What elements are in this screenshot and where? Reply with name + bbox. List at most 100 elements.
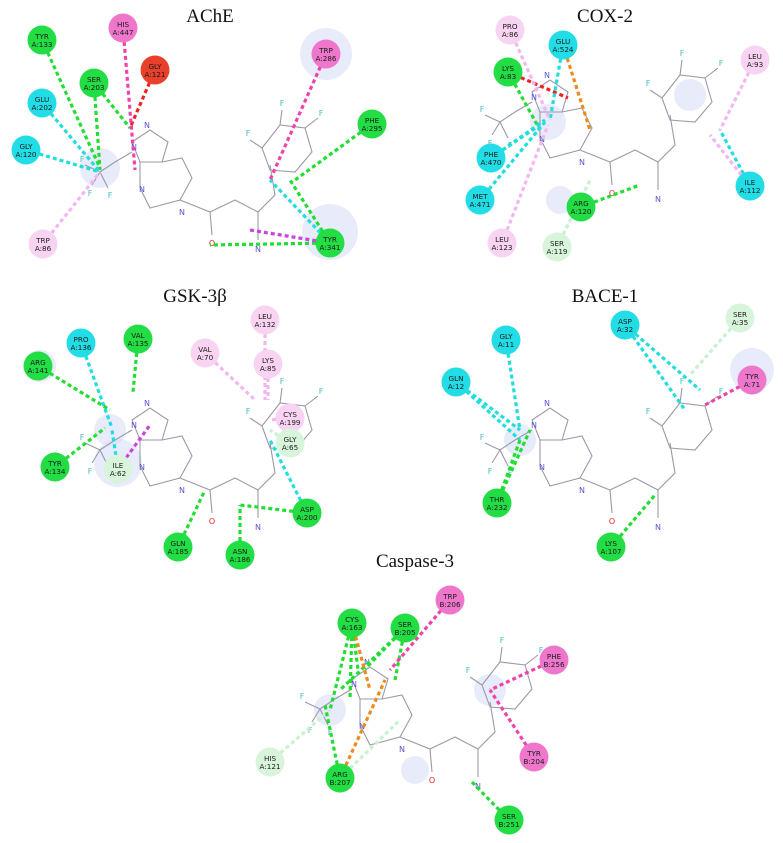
residue-number: A:65 <box>282 443 298 452</box>
residue-number: B:204 <box>523 757 544 766</box>
svg-text:O: O <box>609 189 615 198</box>
residue-name: HIS <box>264 754 277 763</box>
svg-text:N: N <box>531 93 537 102</box>
interaction-line-alkyl <box>500 124 550 244</box>
svg-text:F: F <box>328 728 333 737</box>
interaction-line-pi-pi <box>268 53 328 181</box>
svg-text:N: N <box>351 680 357 689</box>
svg-text:F: F <box>308 726 313 735</box>
residue-name: SER <box>398 620 412 629</box>
residue-number: A:286 <box>316 54 337 63</box>
residue-circle <box>725 303 755 333</box>
interaction-line-conventional-hbond <box>323 704 342 779</box>
residue-name: PRO <box>503 22 518 31</box>
residue-number: A:71 <box>744 380 760 389</box>
svg-text:N: N <box>544 399 550 408</box>
residue-circle <box>487 228 517 258</box>
residue-number: A:470 <box>481 158 502 167</box>
residue-circle <box>253 349 283 379</box>
residue-name: GLY <box>148 62 162 71</box>
residue-circle <box>566 192 596 222</box>
residue-circle <box>325 763 355 793</box>
svg-text:O: O <box>429 776 435 785</box>
residue-name: GLN <box>171 539 186 548</box>
residue-circle <box>27 88 57 118</box>
svg-text:N: N <box>655 195 661 204</box>
svg-text:N: N <box>544 71 550 80</box>
residue-name: HIS <box>117 20 130 29</box>
residue-number: A:86 <box>502 30 519 39</box>
svg-text:N: N <box>139 463 145 472</box>
svg-text:N: N <box>255 245 261 254</box>
svg-text:F: F <box>480 433 485 442</box>
residue-name: SER <box>502 812 516 821</box>
interaction-line-halogen <box>455 380 521 432</box>
svg-text:F: F <box>680 49 685 58</box>
interaction-line-halogen <box>79 342 114 429</box>
residue-circle <box>596 532 626 562</box>
residue-number: A:163 <box>342 623 363 632</box>
residue-circle <box>548 30 578 60</box>
residue-name: TYR <box>47 459 62 468</box>
residue-name: GLU <box>35 95 49 104</box>
interaction-line-conventional-hbond <box>288 179 332 244</box>
residue-name: ASN <box>233 547 248 556</box>
interaction-line-conventional-hbond <box>209 241 331 247</box>
residue-name: VAL <box>198 345 211 354</box>
residue-circle <box>539 645 569 675</box>
svg-text:F: F <box>319 387 324 396</box>
residue-circle <box>140 55 170 85</box>
panel-title: AChE <box>186 6 234 27</box>
residue-circle <box>495 15 525 45</box>
residue-circle <box>292 498 322 528</box>
interaction-line-halogen <box>548 44 565 121</box>
residue-number: A:232 <box>487 503 508 512</box>
residue-circle <box>441 367 471 397</box>
residue-circle <box>337 608 367 638</box>
residue-circle <box>737 365 767 395</box>
residue-circle <box>735 171 765 201</box>
interaction-line-alkyl <box>41 171 102 245</box>
svg-text:N: N <box>255 523 261 532</box>
residue-circle <box>493 57 523 87</box>
residue-number: A:35 <box>732 318 748 327</box>
svg-text:N: N <box>579 158 585 167</box>
residue-name: TYR <box>744 372 759 381</box>
residue-number: A:141 <box>28 366 49 375</box>
interaction-line-halogen <box>623 323 702 392</box>
residue-circle <box>357 109 387 139</box>
residue-number: A:112 <box>740 186 761 195</box>
residue-name: TRP <box>318 46 333 55</box>
residue-name: ASP <box>618 317 632 326</box>
svg-text:N: N <box>144 399 150 408</box>
residue-circle <box>66 328 96 358</box>
residue-circle <box>390 613 420 643</box>
residue-name: LEU <box>495 235 509 244</box>
residue-name: PRO <box>74 335 89 344</box>
interaction-line-pi-pi <box>121 27 137 171</box>
panel-title: Caspase-3 <box>376 551 454 572</box>
residue-number: A:447 <box>113 28 134 37</box>
residue-name: VAL <box>131 331 144 340</box>
panel-title: COX-2 <box>577 6 633 27</box>
svg-text:N: N <box>655 523 661 532</box>
residue-circle <box>23 351 53 381</box>
svg-text:F: F <box>466 666 471 675</box>
residue-number: A:135 <box>128 339 149 348</box>
residue-number: A:120 <box>16 150 37 159</box>
residue-number: A:185 <box>168 547 189 556</box>
